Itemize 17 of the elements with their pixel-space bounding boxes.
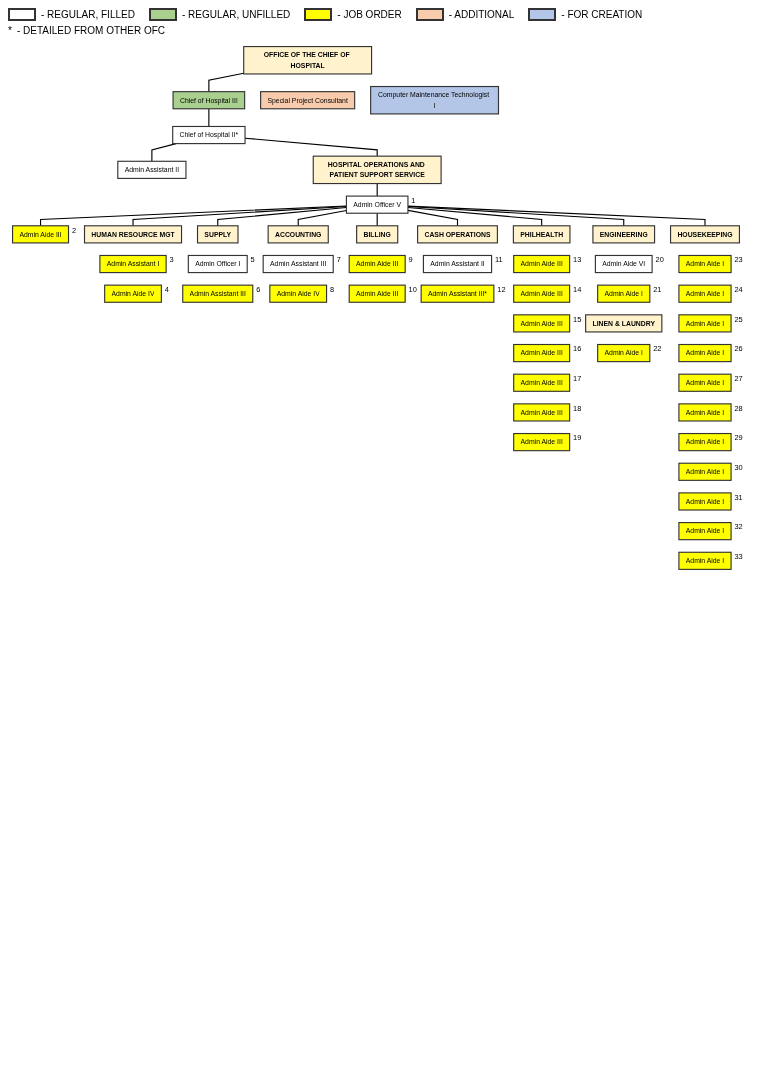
legend-text: - ADDITIONAL xyxy=(448,9,515,20)
legend-text: - JOB ORDER xyxy=(337,9,402,20)
connector xyxy=(407,206,543,227)
connector xyxy=(217,206,347,227)
connector xyxy=(407,205,625,227)
legend-symbol: * xyxy=(8,25,12,36)
connector xyxy=(407,205,706,227)
legend-text: - DETAILED FROM OTHER OFC xyxy=(16,25,166,36)
connector xyxy=(208,72,245,93)
connector xyxy=(208,108,210,128)
connector xyxy=(132,205,347,227)
legend-text: - REGULAR, FILLED xyxy=(41,9,135,20)
connector xyxy=(40,205,347,227)
connector xyxy=(407,209,459,227)
connector xyxy=(297,209,347,227)
legend-text: - REGULAR, UNFILLED xyxy=(181,9,291,20)
legend-text: - FOR CREATION xyxy=(561,9,643,20)
